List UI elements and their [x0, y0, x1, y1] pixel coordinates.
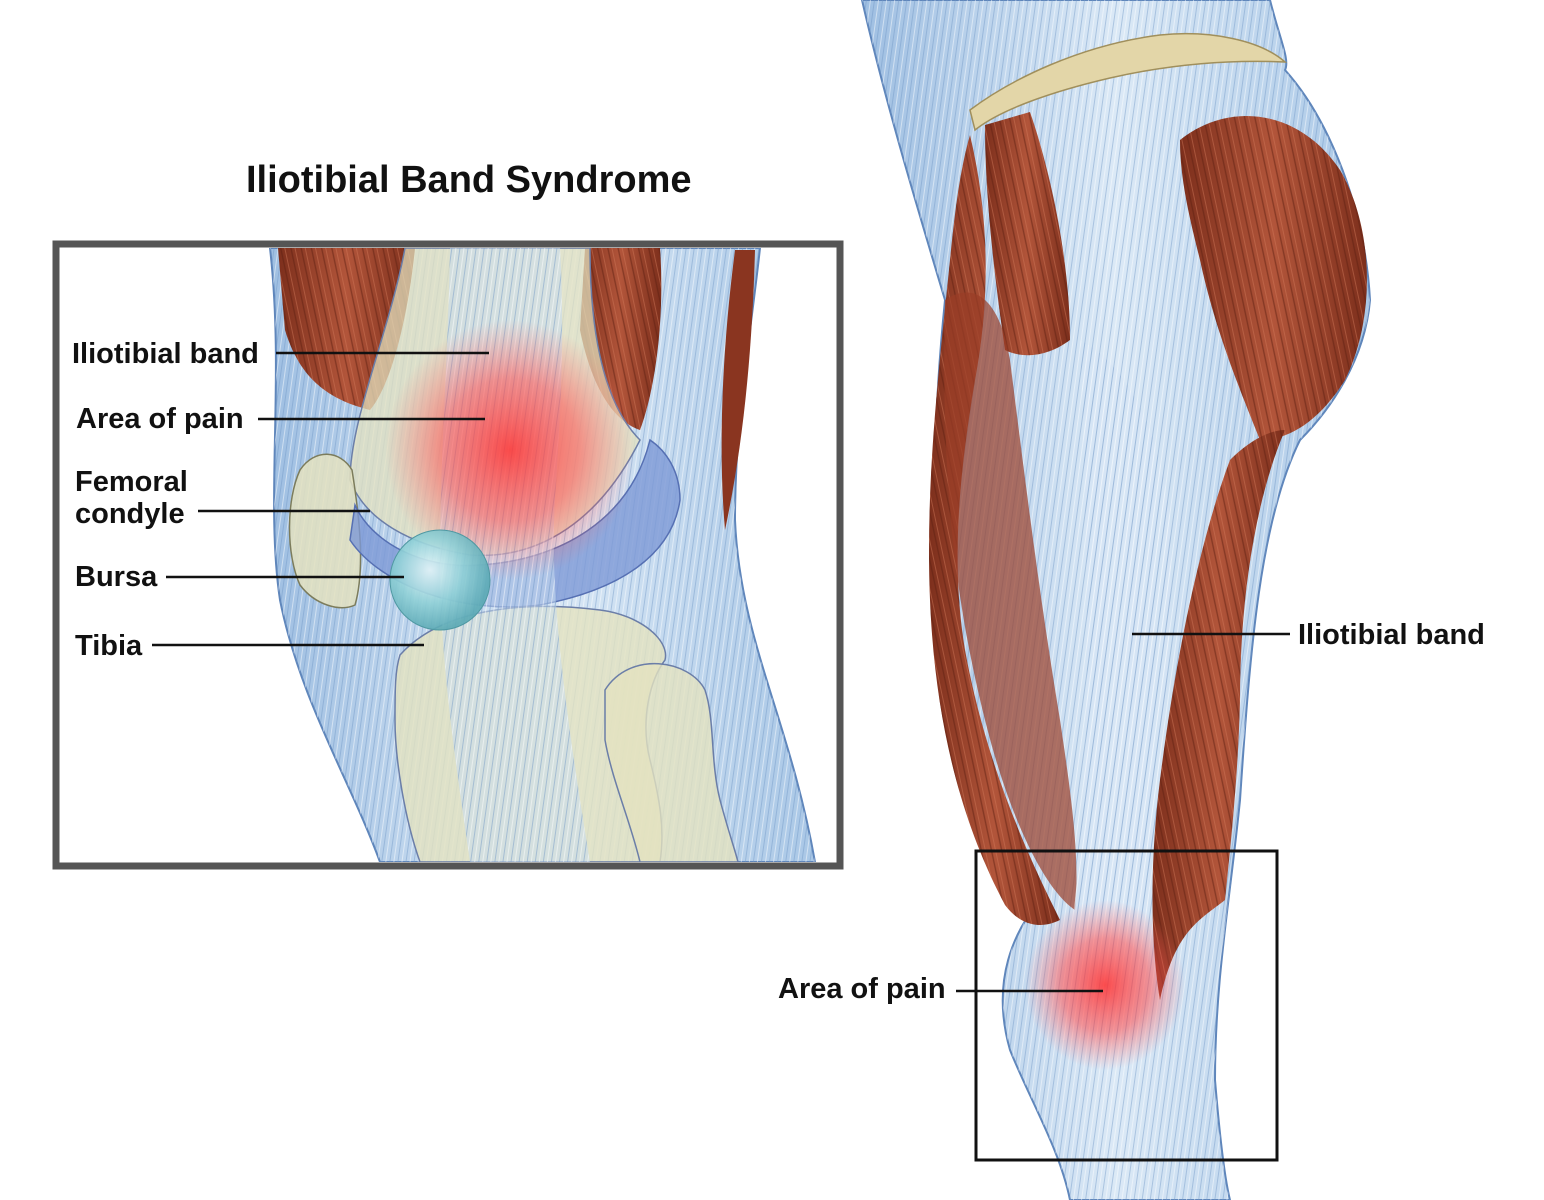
label-femoral-line1: Femoral [75, 466, 188, 498]
inset-patella [288, 453, 362, 609]
leg-illustration [860, 0, 1372, 1200]
leg-vastus-lateralis [944, 292, 1077, 910]
inset-bursa [389, 529, 491, 631]
label-inset-femoral-condyle: Femoral condyle [75, 466, 188, 530]
label-leg-area-of-pain: Area of pain [778, 973, 946, 1005]
label-inset-iliotibial-band: Iliotibial band [72, 338, 259, 370]
leg-area-of-pain [1025, 900, 1185, 1070]
inset-frame [52, 240, 844, 870]
label-inset-area-of-pain: Area of pain [76, 403, 244, 435]
label-inset-tibia: Tibia [75, 630, 143, 662]
label-femoral-line2: condyle [75, 498, 185, 530]
label-leg-iliotibial-band: Iliotibial band [1298, 619, 1485, 651]
inset-fibula [604, 663, 739, 862]
leg-knee-box [974, 849, 1279, 1162]
diagram-title: Iliotibial Band Syndrome [246, 159, 692, 201]
leg-iliac-crest [969, 32, 1288, 132]
inset-area-of-pain [385, 320, 635, 580]
inset-muscle-far-right [721, 250, 755, 530]
label-inset-bursa: Bursa [75, 561, 158, 593]
knee-inset [60, 248, 836, 862]
